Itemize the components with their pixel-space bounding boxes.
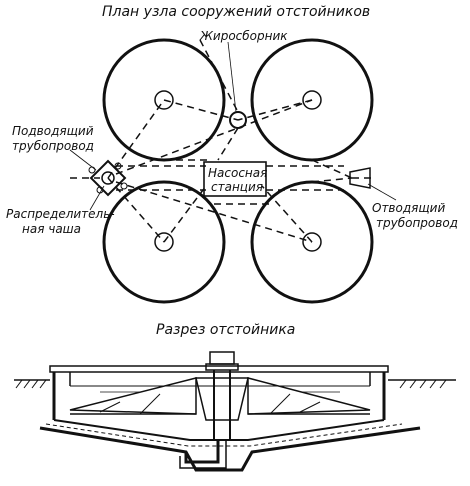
plan-title: План узла сооружений отстойников	[102, 4, 370, 20]
central-column	[195, 351, 249, 440]
tank-bottom-left	[102, 180, 226, 304]
outlet-pipe-label-1: Отводящий	[372, 201, 445, 215]
ground-right	[388, 379, 456, 389]
pump-station-label-1: Насосная	[208, 166, 267, 180]
section-title: Разрез отстойника	[156, 322, 295, 338]
outlet-funnel	[349, 167, 371, 189]
plan-view: Жиросборник Подводящий трубопровод Насос…	[6, 29, 458, 304]
inlet-pipe-label-2: трубопровод	[12, 139, 94, 153]
section-view	[14, 351, 456, 472]
pump-station-label-2: станция	[211, 180, 263, 194]
ground-left	[14, 379, 50, 389]
outlet-pipe-label-2: трубопровод	[376, 216, 458, 230]
scraper-trusses	[69, 377, 371, 415]
pump-station	[203, 161, 267, 197]
distribution-bowl-label-1: Распределитель-	[6, 207, 115, 221]
sludge-pipe	[179, 440, 227, 469]
inlet-pipe-label-1: Подводящий	[12, 124, 94, 138]
pipelines	[70, 39, 372, 243]
grease-collector-label: Жиросборник	[199, 29, 288, 43]
tank-walls	[49, 365, 389, 420]
distribution-bowl-label-2: ная чаша	[22, 222, 81, 236]
grease-collector	[229, 111, 247, 129]
